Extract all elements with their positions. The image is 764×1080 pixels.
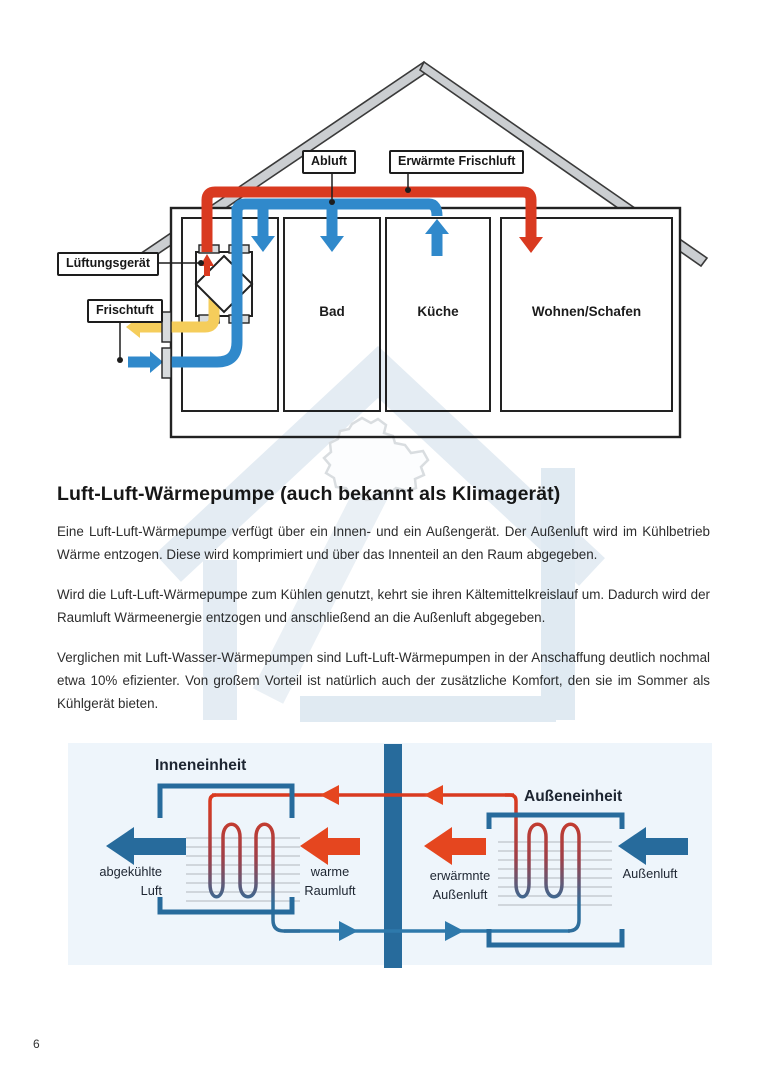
- section-heading: Luft-Luft-Wärmepumpe (auch bekannt als K…: [57, 483, 561, 505]
- warm-air-down-arrow: [519, 237, 543, 253]
- kitchen-extract-up-arrow: [425, 219, 449, 256]
- warm-room-air-label: warme Raumluft: [304, 864, 356, 899]
- outer-unit-label: Außeneinheit: [524, 788, 623, 805]
- cooled-air-label: abgekühlte Luft: [99, 864, 162, 899]
- inner-coil: [208, 793, 300, 933]
- page-number: 6: [33, 1037, 40, 1051]
- inner-coil-fins: [186, 837, 300, 902]
- warm-room-air-arrow: [300, 827, 360, 865]
- callout-lueftungsgeraet: Lüftungsgerät: [57, 252, 160, 276]
- cooled-air-arrow: [106, 827, 186, 865]
- supply-air-down-arrows: [251, 209, 344, 252]
- outer-coil: [505, 793, 581, 933]
- article-section: Luft-Luft-Wärmepumpe (auch bekannt als K…: [57, 483, 710, 732]
- paragraph-2: Wird die Luft-Luft-Wärmepumpe zum Kühlen…: [57, 587, 710, 626]
- outside-air-arrow: [618, 827, 688, 865]
- outside-air-label: Außenluft: [622, 866, 678, 881]
- paragraph-3: Verglichen mit Luft-Wasser-Wärmepumpen s…: [57, 650, 710, 712]
- hot-line-flow-arrows: [320, 785, 443, 805]
- warmed-outside-air-label: erwärmnte Außenluft: [429, 868, 491, 903]
- callout-abluft: Abluft: [302, 150, 357, 174]
- house-ventilation-diagram: [117, 60, 709, 439]
- outer-unit-bracket: [486, 812, 625, 948]
- cold-line-flow-arrows: [339, 921, 464, 941]
- fresh-air-inlet-arrow: [128, 351, 163, 373]
- warmed-outside-air-arrow: [424, 827, 486, 865]
- inner-unit-label: Inneneinheit: [155, 757, 247, 774]
- callout-lines: [117, 170, 411, 363]
- wall-sleeves: [161, 311, 172, 379]
- room-label-kueche: Küche: [417, 304, 459, 319]
- inner-unit-bracket: [157, 783, 295, 915]
- room-label-wohnen: Wohnen/Schafen: [531, 304, 642, 319]
- separating-wall: [384, 744, 402, 968]
- callout-frischtuft: Frischtuft: [87, 299, 163, 323]
- room-label-bad: Bad: [319, 304, 345, 319]
- heat-pump-diagram: [68, 743, 712, 968]
- paragraph-1: Eine Luft-Luft-Wärmepumpe verfügt über e…: [57, 524, 710, 563]
- callout-erwaermte-frischluft: Erwärmte Frischluft: [389, 150, 525, 174]
